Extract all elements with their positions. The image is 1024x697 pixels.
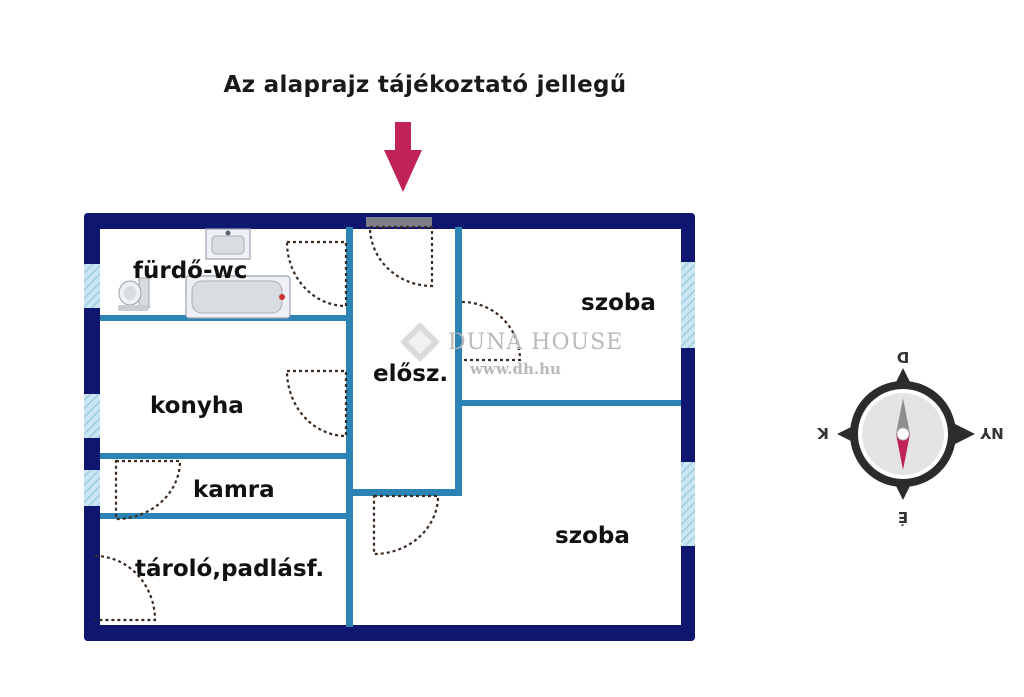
watermark-url: www.dh.hu bbox=[470, 360, 561, 378]
compass-north: É bbox=[898, 508, 908, 527]
room-label-bathroom: fürdő-wc bbox=[133, 258, 248, 284]
watermark-brand: DUNA HOUSE bbox=[448, 330, 624, 355]
sink-icon bbox=[205, 228, 251, 260]
room-label-room-top: szoba bbox=[581, 290, 656, 316]
room-label-room-bottom: szoba bbox=[555, 523, 630, 549]
room-label-kitchen: konyha bbox=[150, 393, 244, 419]
entrance-door bbox=[366, 217, 432, 227]
door-swings bbox=[94, 225, 522, 622]
arrow-down-icon bbox=[384, 122, 422, 192]
room-label-storage: tároló,padlásf. bbox=[135, 556, 325, 582]
bathtub-icon bbox=[185, 275, 291, 319]
compass-south: D bbox=[897, 348, 909, 366]
compass-icon bbox=[837, 368, 975, 500]
room-label-pantry: kamra bbox=[193, 477, 275, 503]
compass-west: NY bbox=[979, 424, 1004, 442]
toilet-icon bbox=[118, 277, 150, 311]
compass-east: K bbox=[816, 424, 829, 442]
windows bbox=[84, 262, 695, 546]
duna-house-logo-icon bbox=[400, 322, 440, 362]
plan-disclaimer: Az alaprajz tájékoztató jellegű bbox=[223, 72, 627, 98]
room-label-hall: elősz. bbox=[373, 361, 449, 387]
